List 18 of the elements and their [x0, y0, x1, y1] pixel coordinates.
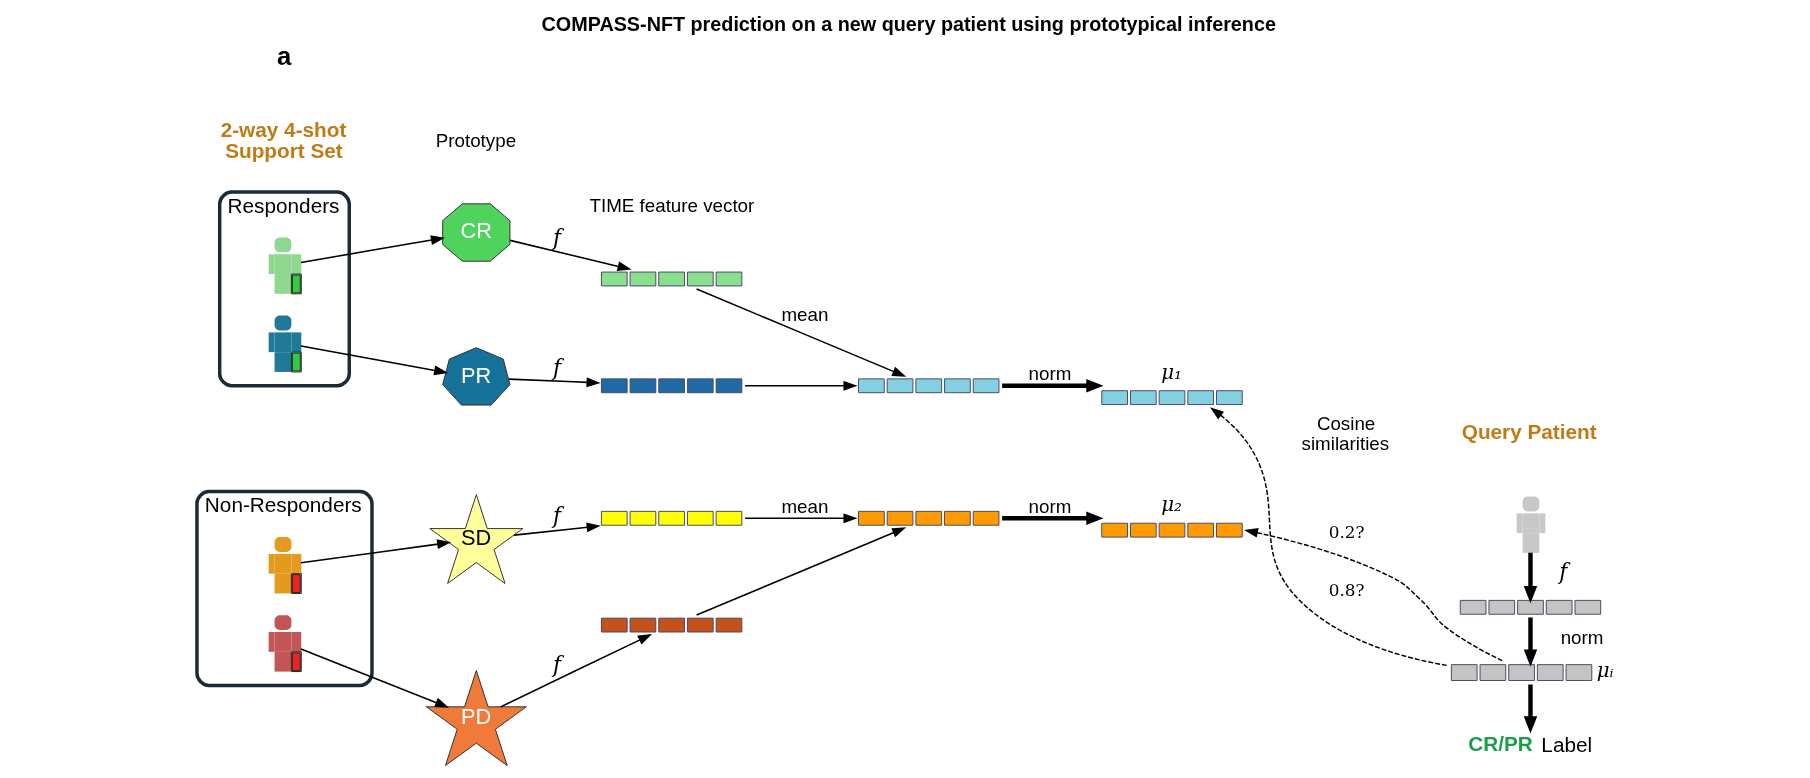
label: TIME feature vector [589, 195, 754, 217]
label: Prototype [435, 130, 516, 152]
node-label: μᵢ [1596, 658, 1614, 682]
edge-label: norm [1028, 363, 1071, 385]
edge-label: mean [780, 303, 828, 325]
edge-label: norm [1028, 495, 1071, 517]
label: Cosine similarities [1301, 412, 1389, 455]
edge-label: norm [1560, 627, 1603, 649]
node-text: CR/PR Label [1467, 732, 1592, 757]
node-label: μ₂ [1160, 493, 1182, 517]
edge-label: 0.2? [1328, 521, 1364, 542]
node-label: μ₁ [1160, 360, 1182, 384]
edge-label: 0.8? [1328, 580, 1364, 601]
label: Query Patient [1461, 420, 1597, 444]
diagram-title: COMPASS-NFT prediction on a new query patient using prototypical inference [541, 12, 1276, 35]
edge-label: mean [780, 495, 828, 517]
label: 2-way 4-shot Support Set [220, 118, 346, 163]
label: a [276, 41, 291, 70]
